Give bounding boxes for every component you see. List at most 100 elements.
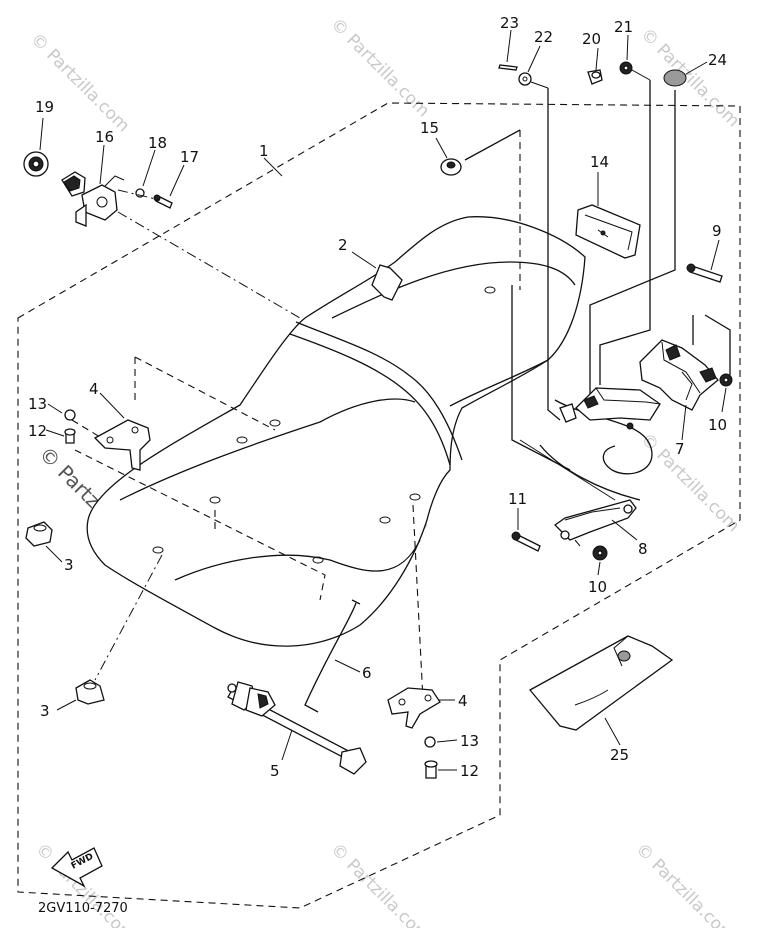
leader-12 [45, 429, 65, 437]
leader-20 [595, 47, 599, 71]
leader-13b [436, 739, 458, 743]
callout-1: 1 [259, 142, 269, 160]
seat-welt [295, 321, 463, 461]
pin-center-line [94, 554, 163, 681]
routing-line [704, 314, 731, 375]
leader-24 [685, 61, 708, 75]
leader-25 [604, 717, 621, 746]
part-14-pad [575, 204, 641, 259]
seat-bracket [559, 387, 661, 430]
mount-hole [484, 286, 496, 294]
assembly-boundary [17, 102, 741, 909]
passenger-seat-panel [331, 261, 576, 319]
callout-4: 4 [458, 692, 468, 710]
leader-10 [721, 387, 727, 413]
part-19-cap [23, 151, 49, 177]
mount-guide [134, 356, 276, 431]
routing-line [464, 129, 521, 161]
mount-hole [209, 496, 221, 504]
leader-2 [351, 251, 377, 269]
callout-20: 20 [582, 30, 601, 48]
part-7-hinge [639, 339, 719, 411]
callout-6: 6 [362, 664, 372, 682]
callout-17: 17 [180, 148, 199, 166]
mount-hole [152, 546, 164, 554]
seat-welt-inner [289, 333, 451, 466]
part-12-bolt [64, 428, 76, 444]
leader-18 [142, 149, 156, 187]
part-24-cap [663, 69, 687, 87]
part-22-washer [518, 72, 532, 86]
callout-12: 12 [28, 422, 47, 440]
seat [86, 216, 586, 647]
routing-line [631, 69, 651, 81]
mount-hole [379, 516, 391, 524]
callout-10: 10 [708, 416, 727, 434]
part-6-cable-end [351, 599, 361, 605]
leader-3b [56, 699, 77, 711]
leader-5 [281, 729, 293, 761]
part-12-bolt [424, 760, 438, 779]
part-21-nut [619, 61, 633, 75]
part-3-damper [25, 521, 53, 547]
part-2-strap [371, 264, 403, 301]
callout-16: 16 [95, 128, 114, 146]
watermark: © Partzilla.com [631, 839, 738, 928]
routing-line [547, 88, 561, 421]
part-4-bracket [387, 687, 441, 729]
passenger-seat-edge [449, 359, 549, 407]
callout-3: 3 [40, 702, 50, 720]
callout-13: 13 [28, 395, 47, 413]
mount-hole [236, 436, 248, 444]
leader-1 [263, 157, 283, 177]
routing-line [589, 90, 676, 395]
leader-4 [99, 392, 125, 419]
part-17-screw [153, 194, 173, 209]
rider-seat-panel [119, 398, 416, 501]
callout-10: 10 [588, 578, 607, 596]
callout-4: 4 [89, 380, 99, 398]
callout-3: 3 [64, 556, 74, 574]
leader-19 [39, 117, 44, 151]
callout-25: 25 [610, 746, 629, 764]
mount-guide [74, 449, 326, 601]
mount-guide [71, 419, 101, 438]
leader-15 [435, 137, 448, 159]
fwd-arrow: FWD [50, 847, 103, 888]
part-8-lever [553, 499, 637, 547]
part-25-bag [528, 635, 674, 731]
callout-7: 7 [675, 440, 685, 458]
leader-3 [45, 545, 63, 563]
rear-frame-lower [539, 444, 641, 501]
mount-hole [409, 493, 421, 501]
part-6-cable [304, 602, 357, 713]
callout-22: 22 [534, 28, 553, 46]
routing-line [530, 81, 549, 89]
lock-screw-line [117, 189, 161, 201]
lock-center-line [117, 211, 301, 319]
part-23-pin [498, 64, 518, 71]
callout-13: 13 [460, 732, 479, 750]
callout-19: 19 [35, 98, 54, 116]
diagram-code: 2GV110-7270 [38, 901, 128, 916]
part-3-damper [75, 679, 105, 705]
leader-7 [681, 404, 687, 441]
part-13-washer [64, 409, 76, 421]
routing-line [519, 439, 616, 501]
part-15-damper [440, 158, 462, 176]
callout-21: 21 [614, 18, 633, 36]
part-16-seat-lock [61, 171, 125, 227]
part-5-rod [227, 681, 367, 775]
watermark: © Partzilla.com [636, 429, 743, 536]
part-9-bolt [686, 263, 723, 283]
callouts: 1 2 3 3 4 4 5 6 7 8 9 10 10 11 12 12 13 … [28, 14, 727, 780]
mount-hole [269, 419, 281, 427]
callout-14: 14 [590, 153, 609, 171]
part-13-washer [424, 736, 436, 748]
routing-line [599, 80, 651, 385]
leader-16 [99, 144, 105, 185]
rider-seat-panel-lower [174, 539, 421, 581]
callout-18: 18 [148, 134, 167, 152]
callout-24: 24 [708, 51, 727, 69]
